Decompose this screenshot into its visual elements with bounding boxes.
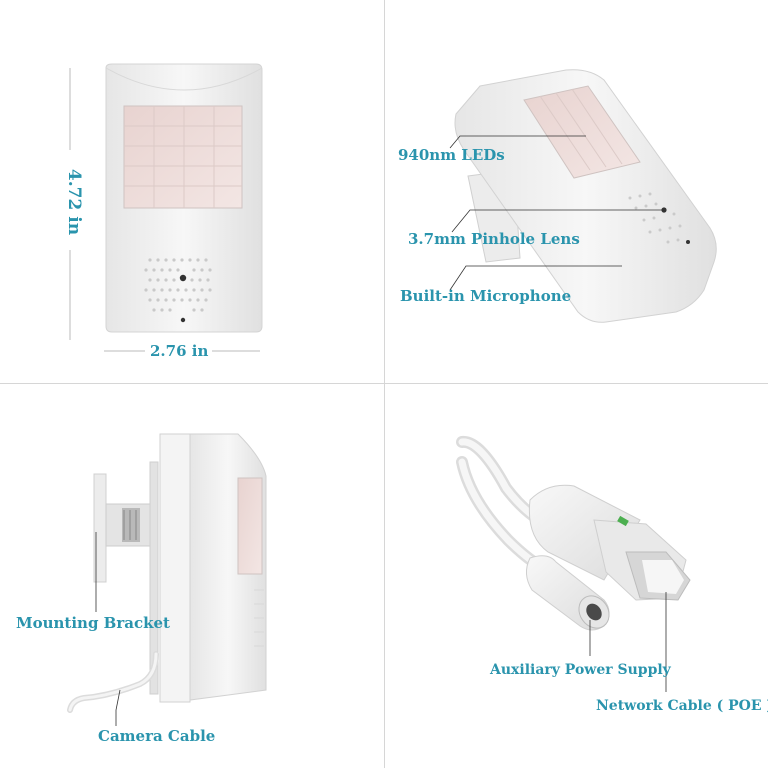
leds-label: 940nm LEDs xyxy=(398,146,505,164)
speaker-grille xyxy=(144,258,212,312)
side-view-camera xyxy=(67,433,267,713)
vertical-divider xyxy=(384,0,385,768)
camera-cable-label: Camera Cable xyxy=(98,727,216,745)
callout-lines xyxy=(449,135,664,291)
width-dimension: 2.76 in xyxy=(150,342,209,360)
microphone-hole xyxy=(180,317,186,323)
pinhole-lens-label: 3.7mm Pinhole Lens xyxy=(408,230,580,248)
pinhole-lens xyxy=(179,274,187,282)
network-cable-label: Network Cable ( POE ) xyxy=(596,698,768,714)
angled-view-camera xyxy=(454,69,717,323)
network-connector xyxy=(528,484,691,601)
dimension-lines xyxy=(69,68,260,352)
power-connector xyxy=(526,555,610,631)
horizontal-divider xyxy=(0,383,768,384)
mounting-bracket-label: Mounting Bracket xyxy=(16,614,170,632)
microphone-label: Built-in Microphone xyxy=(400,287,572,305)
cable-connectors xyxy=(456,436,691,631)
height-dimension: 4.72 in xyxy=(64,168,84,236)
power-supply-label: Auxiliary Power Supply xyxy=(490,662,671,678)
front-view-camera xyxy=(105,63,263,333)
swivel-joint xyxy=(105,503,151,547)
